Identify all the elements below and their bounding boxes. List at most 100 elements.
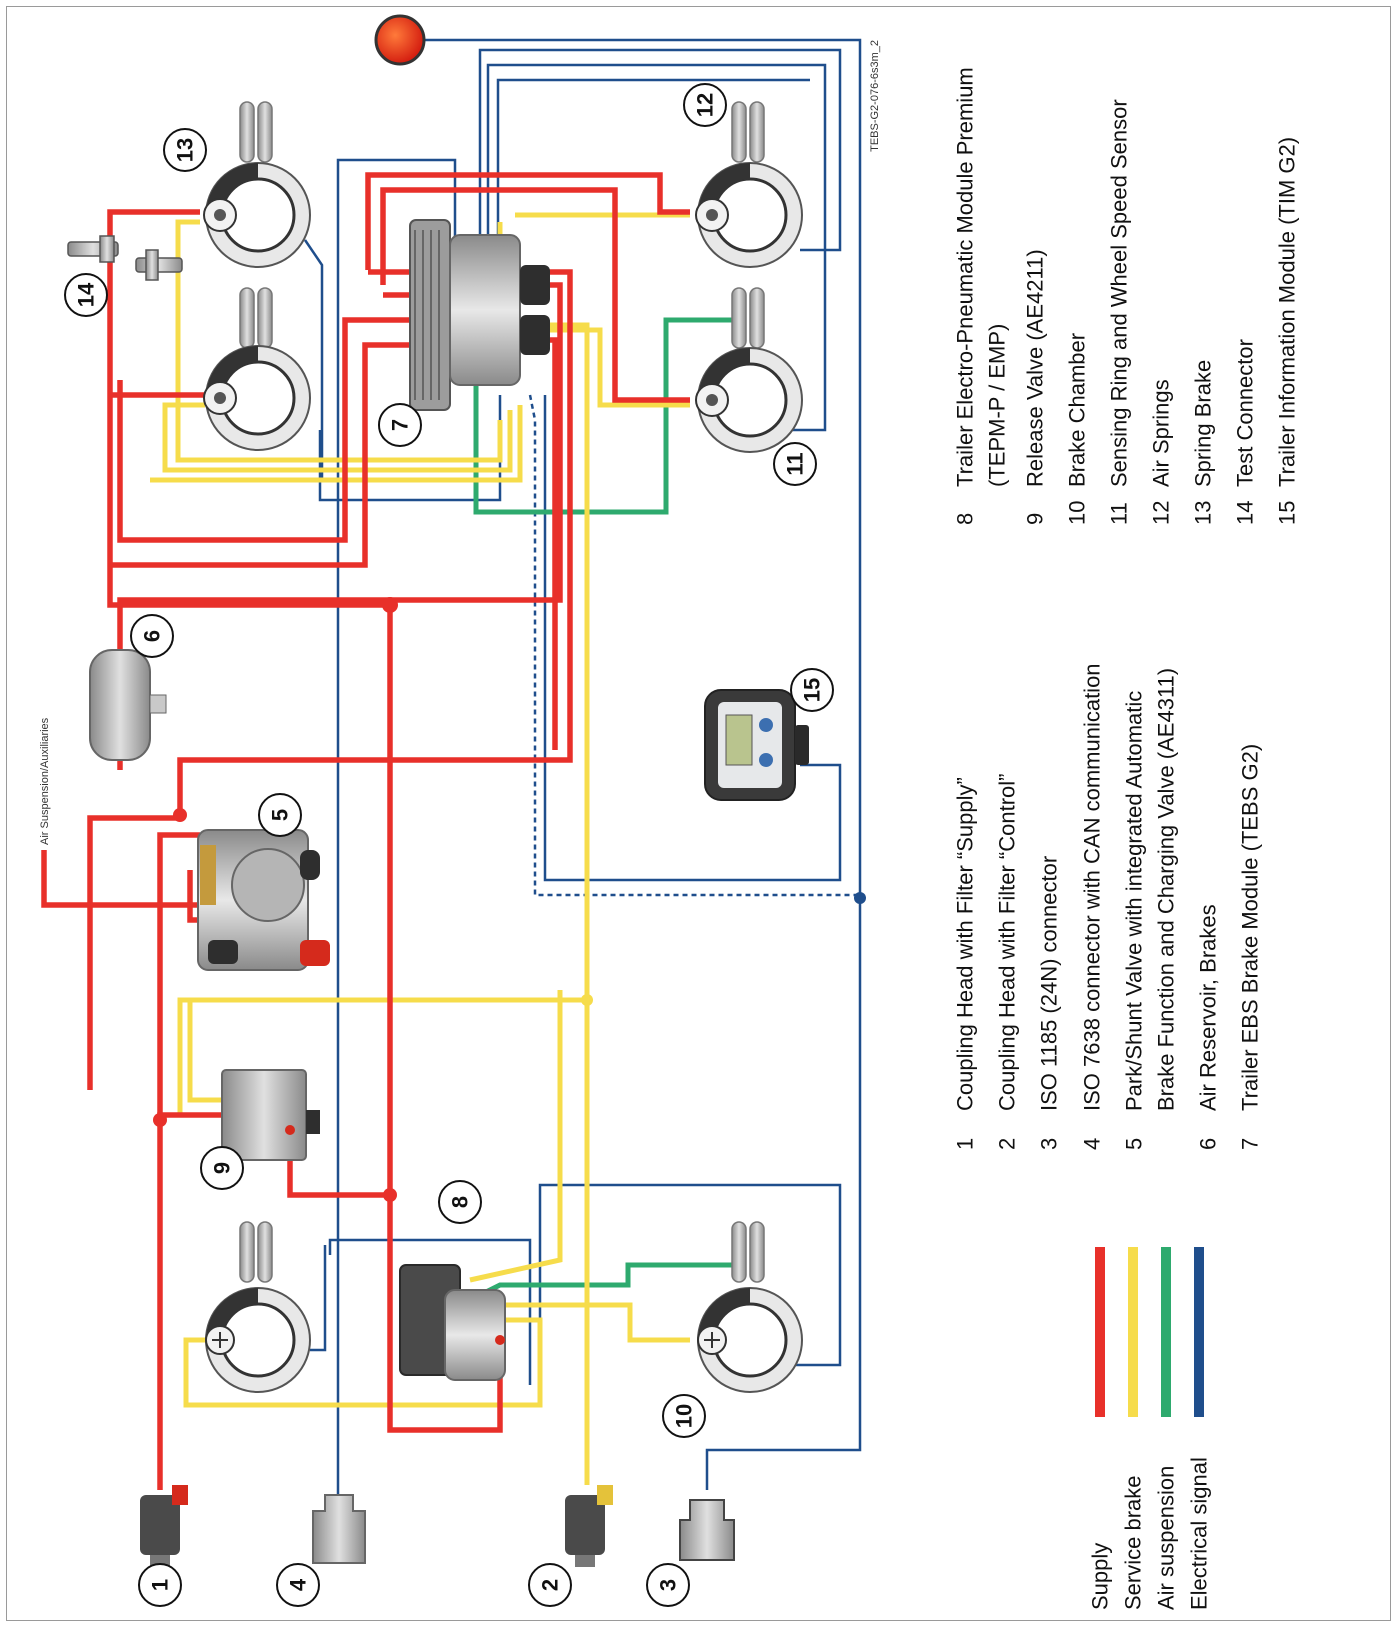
callout-12: 12: [683, 83, 727, 127]
callout-5: 5: [258, 793, 302, 837]
callout-14: 14: [64, 273, 108, 317]
callout-number: 9: [210, 1162, 235, 1174]
component-entry-10: 10 Brake Chamber: [1065, 333, 1090, 525]
callout-9: 9: [200, 1146, 244, 1190]
component-entry-7: 7 Trailer EBS Brake Module (TEBS G2): [1238, 744, 1263, 1150]
component-description: Coupling Head with Filter “Control”: [995, 774, 1020, 1111]
component-number: 3: [1037, 1138, 1062, 1150]
component-entry-8: 8 Trailer Electro-Pneumatic Module Premiu…: [953, 67, 1010, 525]
component-number: 9: [1023, 513, 1048, 525]
component-description: Test Connector: [1233, 339, 1258, 487]
component-description: Sensing Ring and Wheel Speed Sensor: [1107, 99, 1132, 487]
component-description: Air Reservoir, Brakes: [1196, 904, 1221, 1111]
callout-15: 15: [790, 668, 834, 712]
component-description: Trailer EBS Brake Module (TEBS G2): [1238, 744, 1263, 1111]
legend-label: Supply: [1088, 1543, 1113, 1610]
component-description: Air Springs: [1149, 379, 1174, 487]
component-entry-12: 12 Air Springs: [1149, 379, 1174, 525]
callout-number: 5: [268, 809, 293, 821]
callout-11: 11: [773, 442, 817, 486]
component-description: Release Valve (AE4211): [1023, 249, 1048, 487]
air-reservoir-icon: [89, 649, 167, 761]
component-description: Brake Chamber: [1065, 333, 1090, 487]
drawing-code: TEBS-G2-076-6s3m_2: [869, 40, 881, 152]
air-suspension-note: Air Suspension/Auxiliaries: [39, 717, 51, 845]
callout-6: 6: [130, 614, 174, 658]
component-description: (TEPM-P / EMP): [985, 324, 1010, 487]
callout-number: 4: [286, 1578, 311, 1591]
component-entry-5: 5 Park/Shunt Valve with integrated Automa…: [1122, 668, 1179, 1150]
test-connector-icons: [67, 235, 183, 281]
component-entry-4: 4 ISO 7638 connector with CAN communicati…: [1080, 663, 1105, 1150]
supply-junctions: [153, 597, 398, 1202]
component-number: 13: [1191, 501, 1216, 525]
component-entry-3: 3 ISO 1185 (24N) connector: [1037, 856, 1062, 1150]
callout-number: 12: [693, 93, 718, 117]
brake-disc-icons: [203, 162, 803, 1393]
tebs-module-icon: [409, 219, 550, 411]
warning-lamp-icon: [374, 14, 426, 66]
air-spring-icons: [239, 101, 765, 1283]
supply-lines: [41, 172, 690, 1490]
callout-13: 13: [163, 128, 207, 172]
tim-module-icon: [704, 689, 809, 801]
component-description: Coupling Head with Filter “Supply”: [953, 777, 978, 1111]
callout-number: 6: [140, 630, 165, 642]
component-number: 12: [1149, 501, 1174, 525]
component-number: 5: [1122, 1138, 1147, 1150]
component-number: 7: [1238, 1138, 1263, 1150]
component-number: 6: [1196, 1138, 1221, 1150]
component-description: Spring Brake: [1191, 360, 1216, 487]
component-entry-9: 9 Release Valve (AE4211): [1023, 249, 1048, 525]
release-valve-icon: [221, 1069, 320, 1161]
component-description: Brake Function and Charging Valve (AE431…: [1154, 668, 1179, 1111]
component-description: ISO 7638 connector with CAN communicatio…: [1080, 663, 1105, 1111]
component-description: Trailer Electro-Pneumatic Module Premium: [953, 67, 978, 487]
component-number: 8: [953, 513, 978, 525]
component-description: ISO 1185 (24N) connector: [1037, 856, 1062, 1111]
iso-7638-connector-icon: [312, 1494, 366, 1564]
callout-number: 15: [800, 678, 825, 702]
callout-2: 2: [528, 1563, 572, 1607]
coupling-head-supply-icon: [140, 1485, 188, 1567]
component-description: Trailer Information Module (TIM G2): [1275, 137, 1300, 487]
callout-number: 11: [783, 452, 808, 475]
callout-number: 1: [148, 1579, 173, 1591]
callout-number: 13: [173, 138, 198, 162]
component-entry-1: 1 Coupling Head with Filter “Supply”: [953, 777, 978, 1150]
callout-1: 1: [138, 1563, 182, 1607]
legend-label: Electrical signal: [1187, 1457, 1212, 1610]
component-number: 4: [1080, 1138, 1105, 1150]
coupling-head-control-icon: [565, 1485, 613, 1567]
callout-8: 8: [438, 1180, 482, 1224]
iso-1185-connector-icon: [679, 1499, 735, 1561]
component-number: 14: [1233, 501, 1258, 525]
callout-number: 10: [672, 1404, 697, 1428]
component-number: 2: [995, 1138, 1020, 1150]
component-number: 10: [1065, 501, 1090, 525]
component-entry-11: 11 Sensing Ring and Wheel Speed Sensor: [1107, 99, 1132, 525]
component-description: Park/Shunt Valve with integrated Automat…: [1122, 691, 1147, 1111]
legend: Supply Service brake Air suspension Electri…: [1088, 1247, 1212, 1610]
callout-number: 8: [448, 1196, 473, 1208]
component-entry-6: 6 Air Reservoir, Brakes: [1196, 904, 1221, 1150]
component-entry-14: 14 Test Connector: [1233, 339, 1258, 525]
tepm-module-icon: [399, 1264, 506, 1381]
callout-7: 7: [378, 403, 422, 447]
callout-number: 7: [388, 419, 413, 431]
park-shunt-valve-icon: [197, 829, 330, 971]
callout-number: 14: [74, 282, 99, 307]
component-list: 1 Coupling Head with Filter “Supply” 2 Coup…: [953, 67, 1300, 1150]
component-number: 11: [1107, 502, 1132, 525]
callout-3: 3: [646, 1563, 690, 1607]
diagram-frame: [6, 6, 1391, 1621]
legend-label: Air suspension: [1154, 1466, 1179, 1610]
component-number: 1: [953, 1138, 978, 1150]
callout-4: 4: [276, 1563, 320, 1607]
legend-label: Service brake: [1121, 1475, 1146, 1610]
callout-10: 10: [662, 1394, 706, 1438]
component-entry-13: 13 Spring Brake: [1191, 360, 1216, 525]
